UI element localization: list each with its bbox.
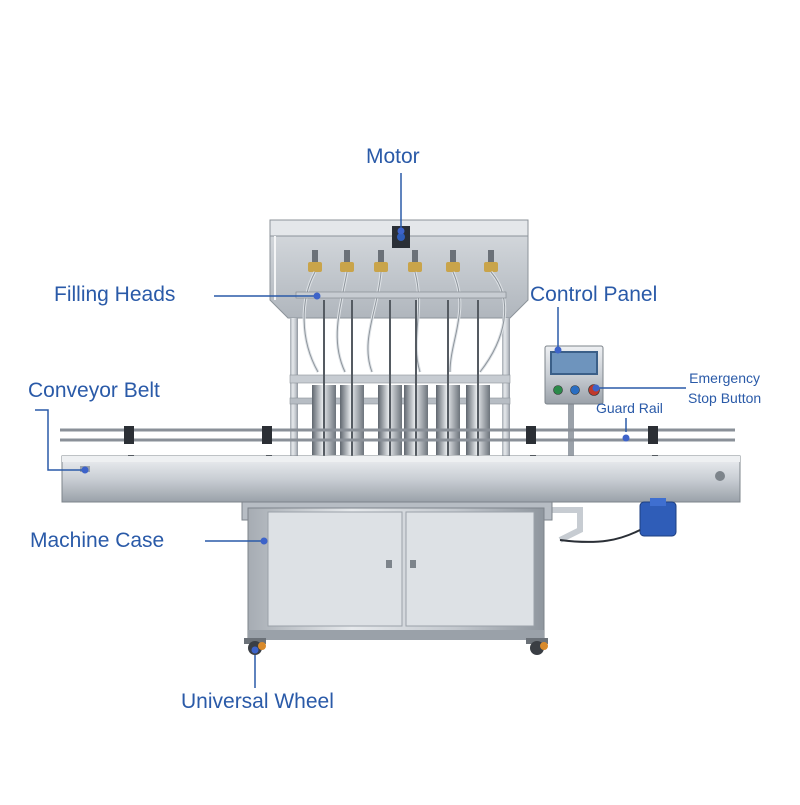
label-guard-rail: Guard Rail [596, 400, 663, 416]
filling-heads-inlets [308, 250, 498, 272]
label-emergency-stop: Emergency Stop Button [688, 368, 761, 408]
machine-case [241, 501, 553, 640]
label-emergency-stop-line2: Stop Button [688, 390, 762, 406]
label-machine-case: Machine Case [30, 529, 165, 552]
conveyor-belt [61, 455, 741, 503]
leader-lines [35, 173, 686, 688]
label-emergency-stop-line1: Emergency [689, 370, 760, 386]
filling-cylinders [312, 385, 490, 455]
control-panel [544, 345, 604, 458]
label-universal-wheel: Universal Wheel [181, 690, 334, 713]
label-filling-heads: Filling Heads [54, 283, 176, 306]
pointer-dots [81, 227, 630, 654]
label-conveyor-belt: Conveyor Belt [28, 379, 160, 402]
conveyor-belt-leader [35, 409, 84, 471]
conveyor-motor [552, 498, 677, 543]
label-control-panel: Control Panel [530, 283, 658, 306]
motor [392, 226, 410, 248]
manifold-bar [295, 291, 507, 299]
hose-outlines [303, 271, 506, 373]
nozzle-rods [323, 300, 479, 470]
guard-rails [60, 428, 735, 442]
universal-wheels [244, 638, 548, 655]
label-motor: Motor [366, 145, 420, 168]
